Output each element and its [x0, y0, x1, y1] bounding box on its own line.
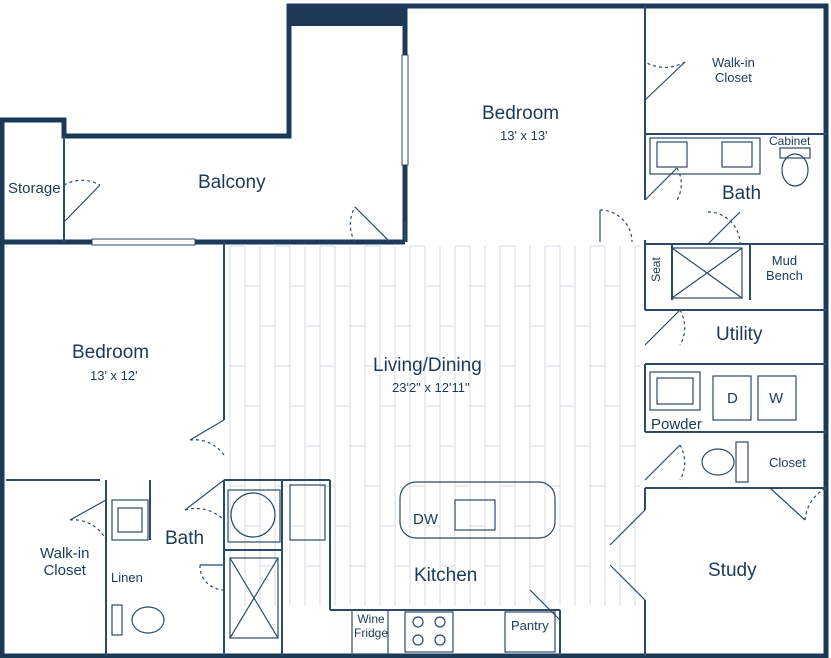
- living-dining-size: 23'2" x 12'11": [392, 380, 470, 395]
- floor-planks: [229, 245, 640, 606]
- dishwasher-label: DW: [413, 511, 438, 528]
- bedroom-left-size: 13' x 12': [90, 368, 138, 383]
- study-label: Study: [708, 560, 757, 581]
- washer-label: W: [769, 390, 784, 407]
- pantry-label: Pantry: [511, 618, 549, 633]
- bath-left-label: Bath: [165, 528, 205, 549]
- cabinet-label: Cabinet: [769, 134, 811, 148]
- powder-label: Powder: [651, 416, 702, 433]
- doors: [63, 61, 827, 621]
- mud-bench-label: Mud Bench: [766, 253, 803, 283]
- closet-right-label: Closet: [769, 455, 806, 470]
- living-dining-label: Living/Dining: [373, 355, 482, 376]
- balcony-label: Balcony: [198, 172, 266, 193]
- windows: [91, 54, 409, 246]
- dryer-label: D: [727, 390, 738, 407]
- wine-fridge-label: Wine Fridge: [354, 612, 389, 640]
- exterior-walls: [0, 3, 829, 658]
- kitchen-label: Kitchen: [414, 565, 478, 586]
- walkin-closet-top-label: Walk-in Closet: [712, 55, 755, 85]
- linen-label: Linen: [111, 570, 143, 585]
- wall-pillar: [287, 4, 404, 26]
- bedroom-main-label: Bedroom: [482, 103, 560, 124]
- seat-label: Seat: [649, 257, 664, 282]
- bedroom-left-label: Bedroom: [72, 342, 150, 363]
- utility-label: Utility: [716, 324, 763, 345]
- fixtures: [111, 137, 811, 655]
- storage-label: Storage: [8, 180, 61, 197]
- bath-top-label: Bath: [722, 183, 762, 204]
- bedroom-main-size: 13' x 13': [500, 128, 548, 143]
- walkin-closet-left-label: Walk-in Closet: [40, 545, 90, 580]
- interior-walls: [6, 6, 826, 656]
